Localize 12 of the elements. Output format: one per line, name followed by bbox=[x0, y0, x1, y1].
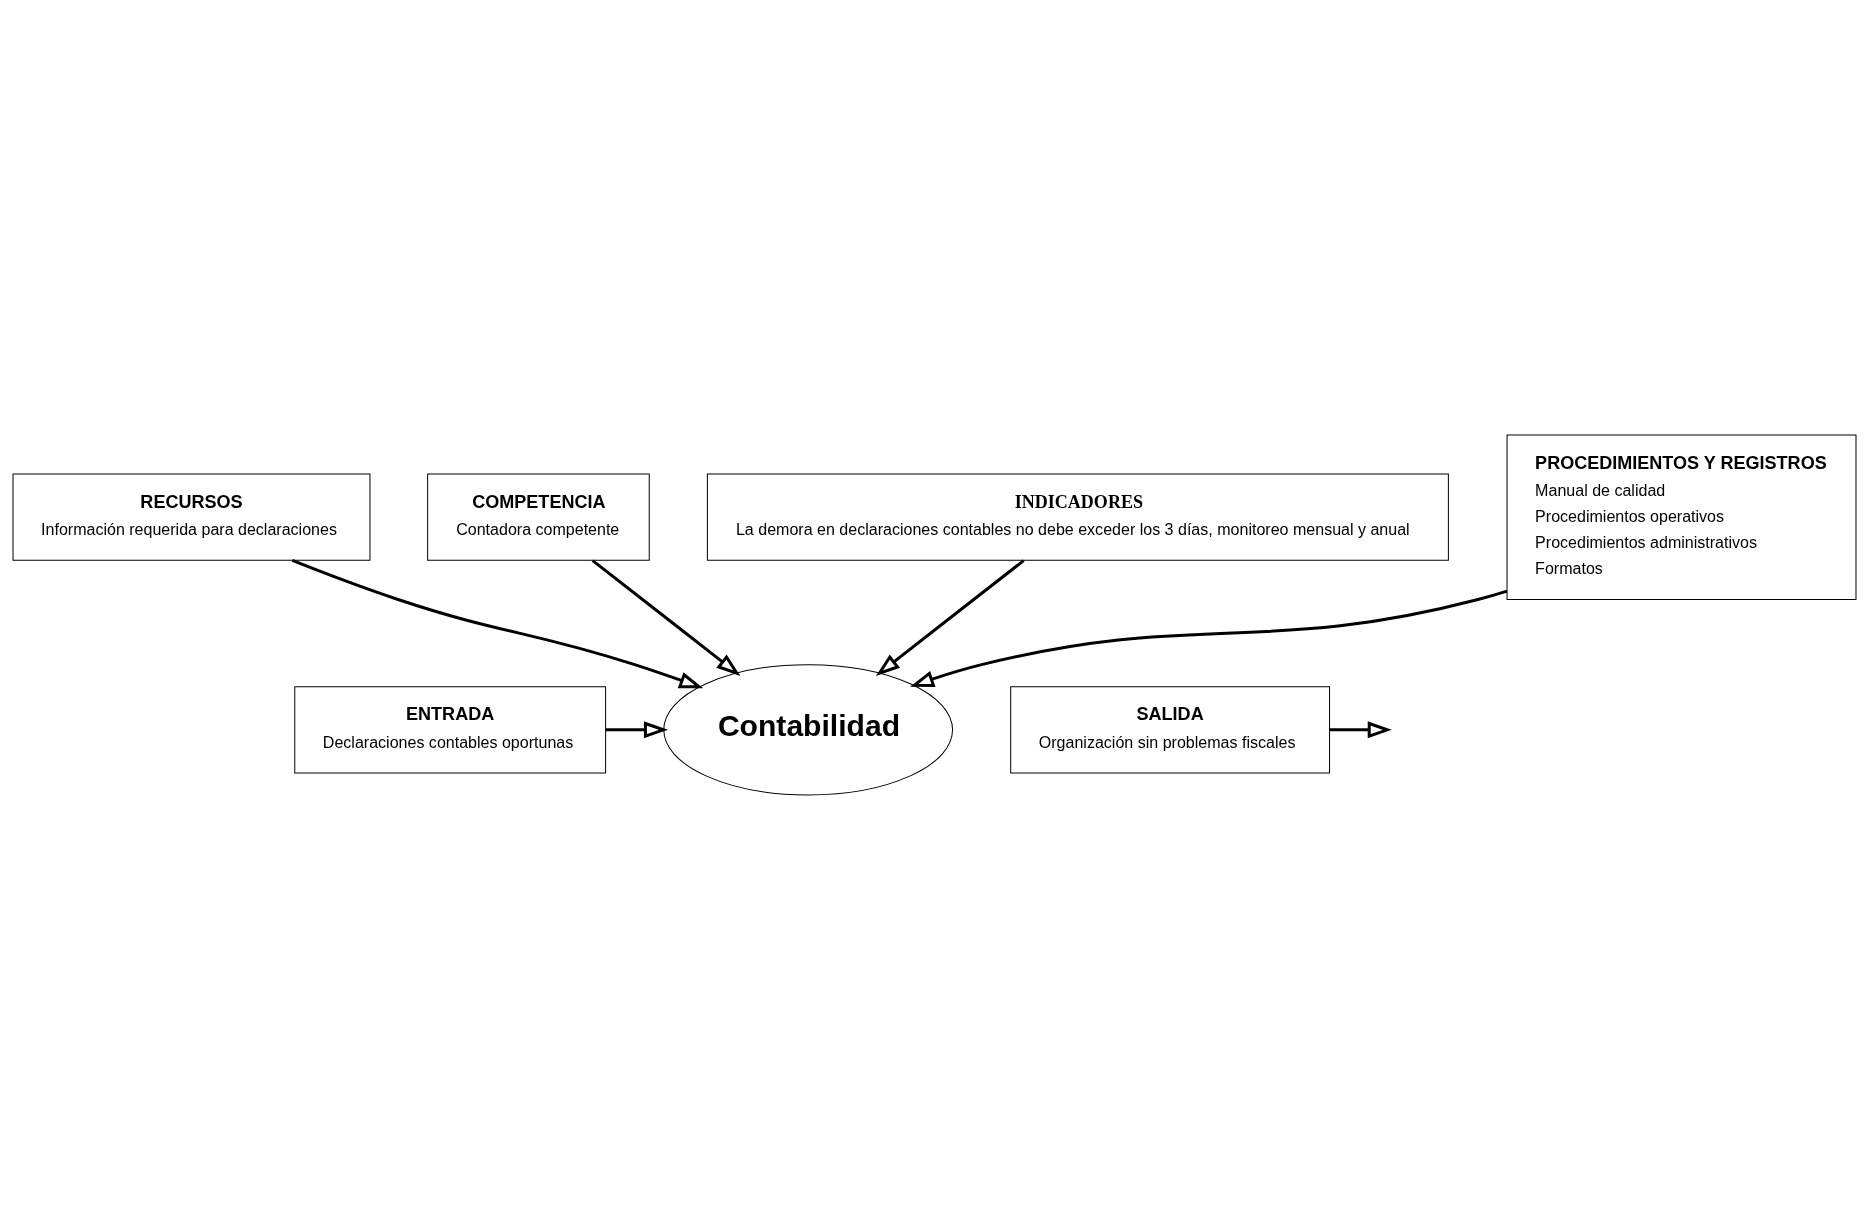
node-box: PROCEDIMIENTOS Y REGISTROS Manual de calidad Procedimientos operativos Procedimientos administrativos Formatos bbox=[1506, 434, 1856, 600]
arrow bbox=[291, 558, 703, 689]
node-box: COMPETENCIA Contadora competente bbox=[426, 473, 650, 561]
node-ellipse: Contabilidad bbox=[662, 664, 953, 796]
node-box: RECURSOS Información requerida para declaraciones bbox=[12, 473, 370, 561]
arrow bbox=[875, 559, 1025, 676]
arrow bbox=[605, 721, 668, 739]
node-box: INDICADORES La demora en declaraciones contables no debe exceder los 3 días, monitoreo mensual y anual bbox=[706, 473, 1449, 561]
node-box: SALIDA Organización sin problemas fiscales bbox=[1009, 686, 1330, 774]
arrow bbox=[591, 559, 740, 676]
arrow bbox=[909, 589, 1507, 687]
node-box: ENTRADA Declaraciones contables oportunas bbox=[293, 686, 606, 774]
